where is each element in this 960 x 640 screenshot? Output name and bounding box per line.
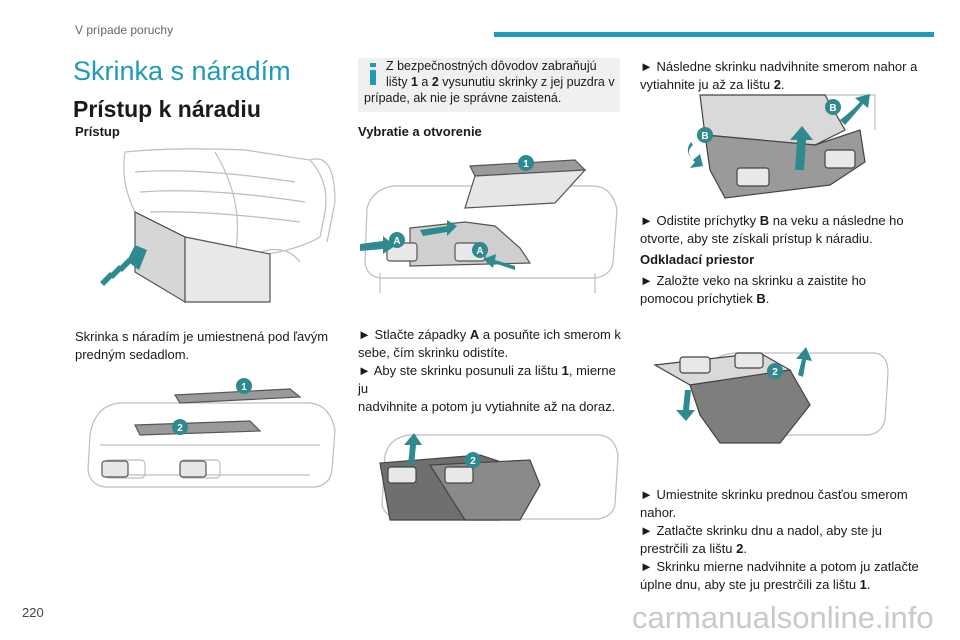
step3-line1: ► Následne skrinku nadvihnite smerom nah… (640, 59, 918, 74)
removal-heading: Vybratie a otvorenie (358, 124, 482, 139)
latches-illustration: 1 A A (360, 155, 618, 293)
step3-text: ► Následne skrinku nadvihnite smerom nah… (640, 58, 930, 94)
step6-line4: prestrčili za lištu 2. (640, 541, 747, 556)
step4-line2: otvorte, aby ste získali prístup k nárad… (640, 231, 873, 246)
section-title: Skrinka s náradím (73, 56, 291, 86)
note-text: Z bezpečnostných dôvodov zabraňujú lišty… (364, 58, 616, 106)
step4-line1: ► Odistite príchytky B na veku a následn… (640, 213, 904, 228)
watermark: carmanualsonline.info (632, 600, 934, 635)
callout-a: A (476, 246, 483, 257)
running-header: V prípade poruchy (75, 23, 174, 37)
step2-line2: nadvihnite a potom ju vytiahnite až na d… (358, 399, 616, 414)
step6-line3: ► Zatlačte skrinku dnu a nadol, aby ste … (640, 523, 882, 538)
store-box-illustration: 2 (653, 347, 889, 444)
step7-line2: úplne dnu, aby ste ju prestrčili za lišt… (640, 577, 871, 592)
location-text-2: predným sedadlom. (75, 347, 190, 362)
note-box (358, 58, 620, 112)
storage-heading: Odkladací priestor (640, 252, 755, 267)
note-line-2: lišty 1 a 2 vysunutiu skrinky z jej puzd… (386, 75, 615, 89)
step7-line1: ► Skrinku mierne nadvihnite a potom ju z… (640, 559, 919, 574)
lift-past-bar-2-illustration: 2 (379, 433, 619, 521)
step2-line1: ► Aby ste skrinku posunuli za lištu 1, m… (358, 363, 616, 396)
subsection-title: Prístup k náradiu (73, 96, 261, 122)
location-text-1: Skrinka s náradím je umiestnená pod ľavý… (75, 329, 329, 344)
step1-line1: ► Stlačte západky A a posuňte ich smerom… (358, 327, 621, 342)
callout-2: 2 (772, 367, 778, 378)
seat-base-bars-illustration: 1 2 (87, 378, 336, 488)
note-line-3: prípade, ak nie je správne zaistená. (364, 91, 562, 105)
callout-1: 1 (523, 159, 529, 170)
clips-b-illustration: B B (687, 94, 876, 199)
step4-text: ► Odistite príchytky B na veku a následn… (640, 212, 930, 248)
header-accent-bar (494, 32, 934, 37)
step3-line2: vytiahnite ju až za lištu 2. (640, 77, 785, 92)
removal-steps: ► Stlačte západky A a posuňte ich smerom… (358, 326, 628, 416)
callout-2: 2 (470, 456, 476, 467)
callout-2: 2 (177, 423, 183, 434)
seat-toolbox-illustration (100, 148, 336, 304)
step5-line1: ► Založte veko na skrinku a zaistite ho (640, 273, 867, 288)
step6-line1: ► Umiestnite skrinku prednou časťou smer… (640, 487, 908, 502)
step1-line2: sebe, čím skrinku odistíte. (358, 345, 509, 360)
step5-text: ► Založte veko na skrinku a zaistite ho … (640, 272, 930, 308)
callout-b: B (701, 131, 708, 142)
step5-line2: pomocou príchytiek B. (640, 291, 770, 306)
access-heading: Prístup (75, 124, 120, 139)
page-number: 220 (22, 605, 44, 620)
callout-1: 1 (241, 382, 247, 393)
step6-line2: nahor. (640, 505, 677, 520)
storage-steps: ► Umiestnite skrinku prednou časťou smer… (640, 486, 930, 594)
callout-b: B (829, 103, 836, 114)
info-icon (370, 63, 376, 85)
callout-a: A (393, 236, 400, 247)
note-line-1: Z bezpečnostných dôvodov zabraňujú (386, 59, 597, 73)
